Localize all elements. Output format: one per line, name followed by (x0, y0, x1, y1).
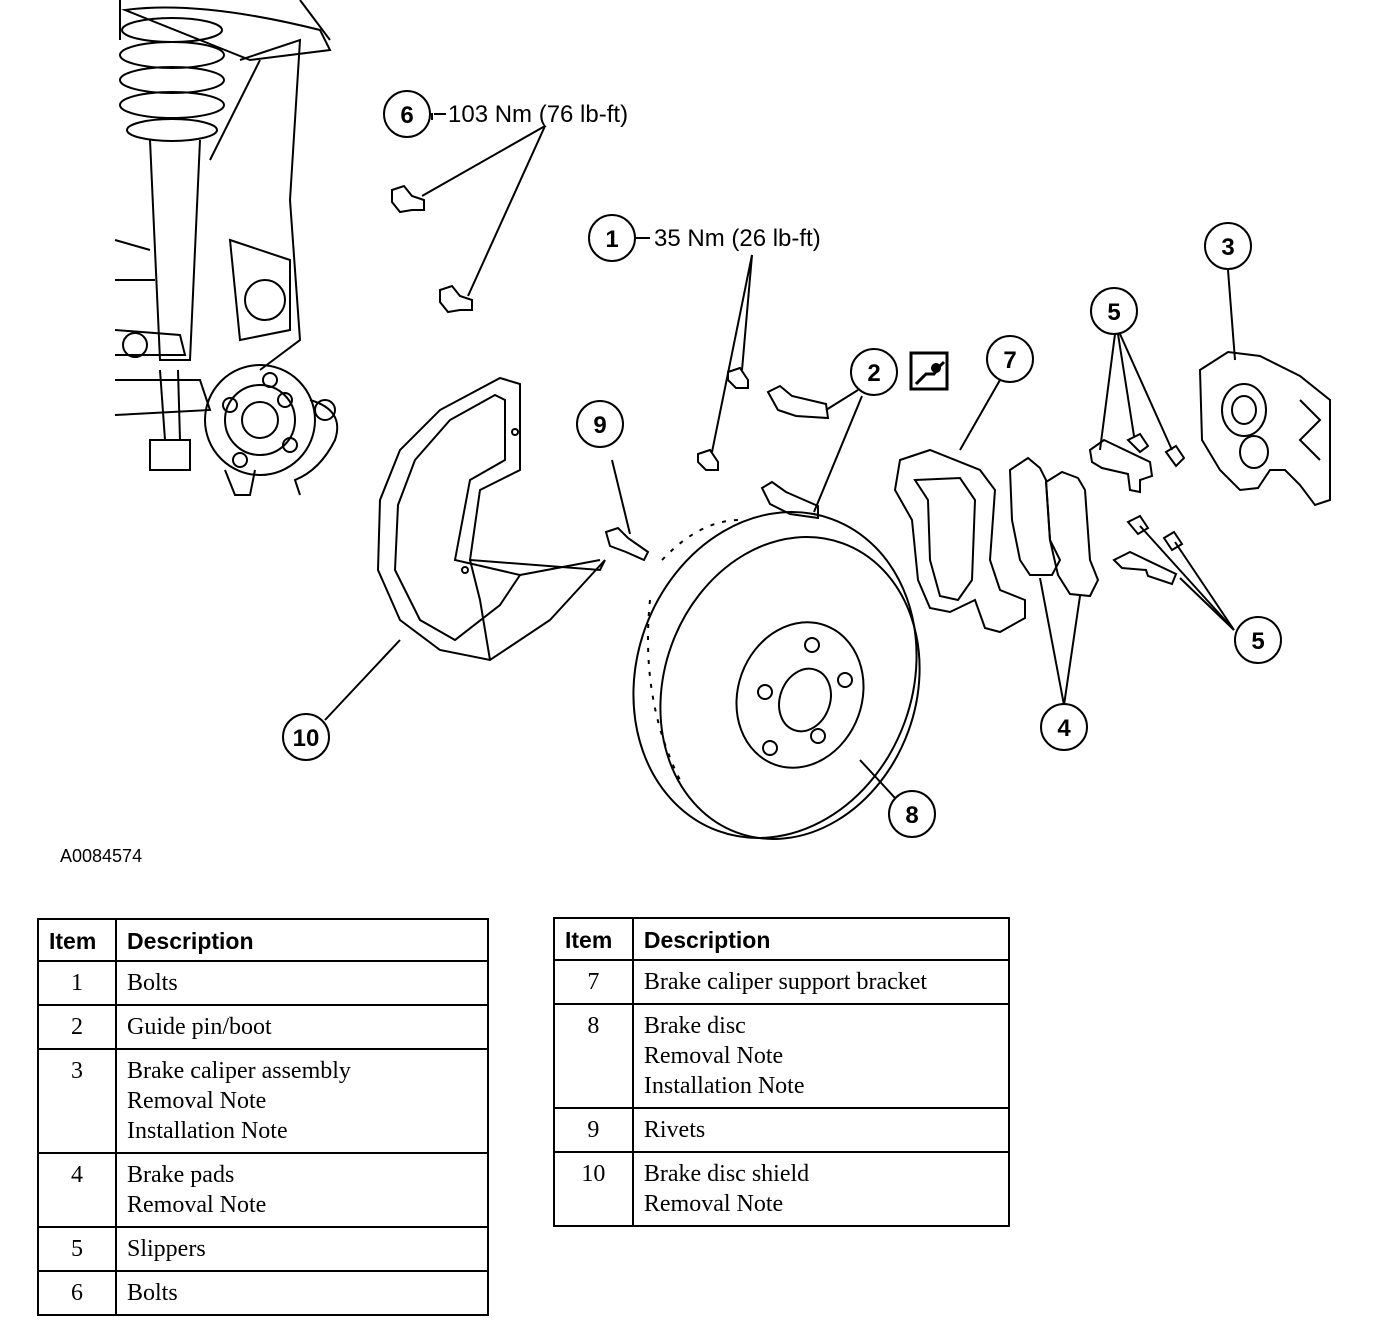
table-header-row: Item Description (37, 918, 489, 962)
description-line: Slippers (127, 1236, 206, 1262)
brake-disc (632, 511, 921, 840)
row-description: Brake disc shield Removal Note (631, 1151, 1011, 1227)
table-row: 7 Brake caliper support bracket (553, 959, 1011, 1005)
callout-label-9: 9 (593, 412, 606, 439)
callout-label-6: 6 (400, 102, 413, 129)
row-description: Bolts (115, 1270, 489, 1316)
guide-pin-parts (760, 384, 863, 520)
callout-circle-9 (576, 400, 624, 448)
bolt-6-parts (391, 125, 546, 314)
header-description: Description (631, 917, 1011, 961)
table-row: 6 Bolts (37, 1270, 489, 1316)
removal-note-link[interactable]: Removal Note (127, 1088, 267, 1114)
callout-circles (282, 90, 1282, 838)
header-item: Item (37, 918, 117, 962)
callout-label-2: 2 (867, 360, 880, 387)
row-item: 4 (37, 1152, 117, 1228)
callout-label-5a: 5 (1107, 299, 1120, 326)
header-description: Description (115, 918, 489, 962)
table-row: 2 Guide pin/boot (37, 1004, 489, 1050)
callout-label-7: 7 (1003, 347, 1016, 374)
description-line: Brake disc shield (643, 1161, 810, 1187)
table-row: 5 Slippers (37, 1226, 489, 1272)
row-item: 2 (37, 1004, 117, 1050)
description-line: Bolts (127, 970, 178, 996)
caliper-support-bracket (893, 379, 1026, 634)
table-row: 1 Bolts (37, 960, 489, 1006)
installation-note-link[interactable]: Installation Note (127, 1118, 288, 1144)
table-row: 4 Brake pads Removal Note (37, 1152, 489, 1228)
removal-note-link[interactable]: Removal Note (643, 1191, 784, 1217)
rivet-part (604, 459, 650, 562)
brake-caliper-assembly (1198, 269, 1331, 507)
callout-circle-7 (986, 335, 1034, 383)
parts-table-left: Item Description 1 Bolts 2 Guide pin/boo… (37, 918, 489, 1316)
suspension-knuckle-drawing (114, 0, 339, 496)
parts-table-right: Item Description 7 Brake caliper support… (553, 917, 1011, 1227)
callout-label-3: 3 (1221, 234, 1234, 261)
table-row: 8 Brake disc Removal Note Installation N… (553, 1003, 1011, 1109)
row-description: Rivets (631, 1107, 1011, 1153)
description-line: Rivets (643, 1117, 706, 1143)
row-description: Brake disc Removal Note Installation Not… (631, 1003, 1011, 1109)
row-description: Brake caliper support bracket (631, 959, 1011, 1005)
torque-label-1: 35 Nm (26 lb-ft) (654, 225, 821, 252)
callout-label-5b: 5 (1251, 628, 1264, 655)
brake-pads (1008, 456, 1100, 706)
description-line: Bolts (127, 1280, 178, 1306)
row-item: 10 (553, 1151, 634, 1227)
row-item: 3 (37, 1048, 117, 1154)
row-item: 1 (37, 960, 117, 1006)
row-description: Guide pin/boot (115, 1004, 489, 1050)
callout-circle-2 (850, 348, 898, 396)
row-item: 5 (37, 1226, 117, 1272)
exploded-brake-diagram: 1 2 3 4 5 5 6 7 8 9 10 103 Nm (76 lb-ft)… (114, 0, 1331, 840)
description-line: Brake disc (643, 1013, 746, 1039)
slipper-parts (1088, 333, 1235, 631)
row-description: Bolts (115, 960, 489, 1006)
row-description: Brake caliper assembly Removal Note Inst… (115, 1048, 489, 1154)
bolt-1-parts (697, 254, 753, 471)
header-item: Item (553, 917, 634, 961)
row-item: 8 (553, 1003, 634, 1109)
table-row: 3 Brake caliper assembly Removal Note In… (37, 1048, 489, 1154)
callout-label-4: 4 (1057, 715, 1071, 742)
description-line: Brake caliper assembly (127, 1058, 351, 1084)
description-line: Brake pads (127, 1162, 235, 1188)
callout-label-1: 1 (605, 226, 618, 253)
table-header-row: Item Description (553, 917, 1011, 961)
row-item: 9 (553, 1107, 634, 1153)
callout-circle-5a (1090, 287, 1138, 335)
callout-label-8: 8 (905, 802, 918, 829)
callout-circle-3 (1204, 222, 1252, 270)
row-item: 6 (37, 1270, 117, 1316)
description-line: Brake caliper support bracket (643, 969, 928, 995)
torque-label-6: 103 Nm (76 lb-ft) (448, 101, 628, 128)
callout-label-10: 10 (293, 725, 320, 752)
removal-note-link[interactable]: Removal Note (127, 1192, 267, 1218)
callout-circle-8 (888, 790, 936, 838)
callout-circle-4 (1040, 703, 1088, 751)
installation-note-link[interactable]: Installation Note (643, 1073, 805, 1099)
description-line: Guide pin/boot (127, 1014, 272, 1040)
brake-disc-shield (324, 376, 606, 721)
table-row: 10 Brake disc shield Removal Note (553, 1151, 1011, 1227)
row-description: Brake pads Removal Note (115, 1152, 489, 1228)
special-tool-icon (909, 351, 949, 391)
table-row: 9 Rivets (553, 1107, 1011, 1153)
figure-id: A0084574 (60, 846, 143, 866)
row-item: 7 (553, 959, 634, 1005)
row-description: Slippers (115, 1226, 489, 1272)
callout-circle-10 (282, 713, 330, 761)
callout-circle-5b (1234, 616, 1282, 664)
removal-note-link[interactable]: Removal Note (643, 1043, 784, 1069)
